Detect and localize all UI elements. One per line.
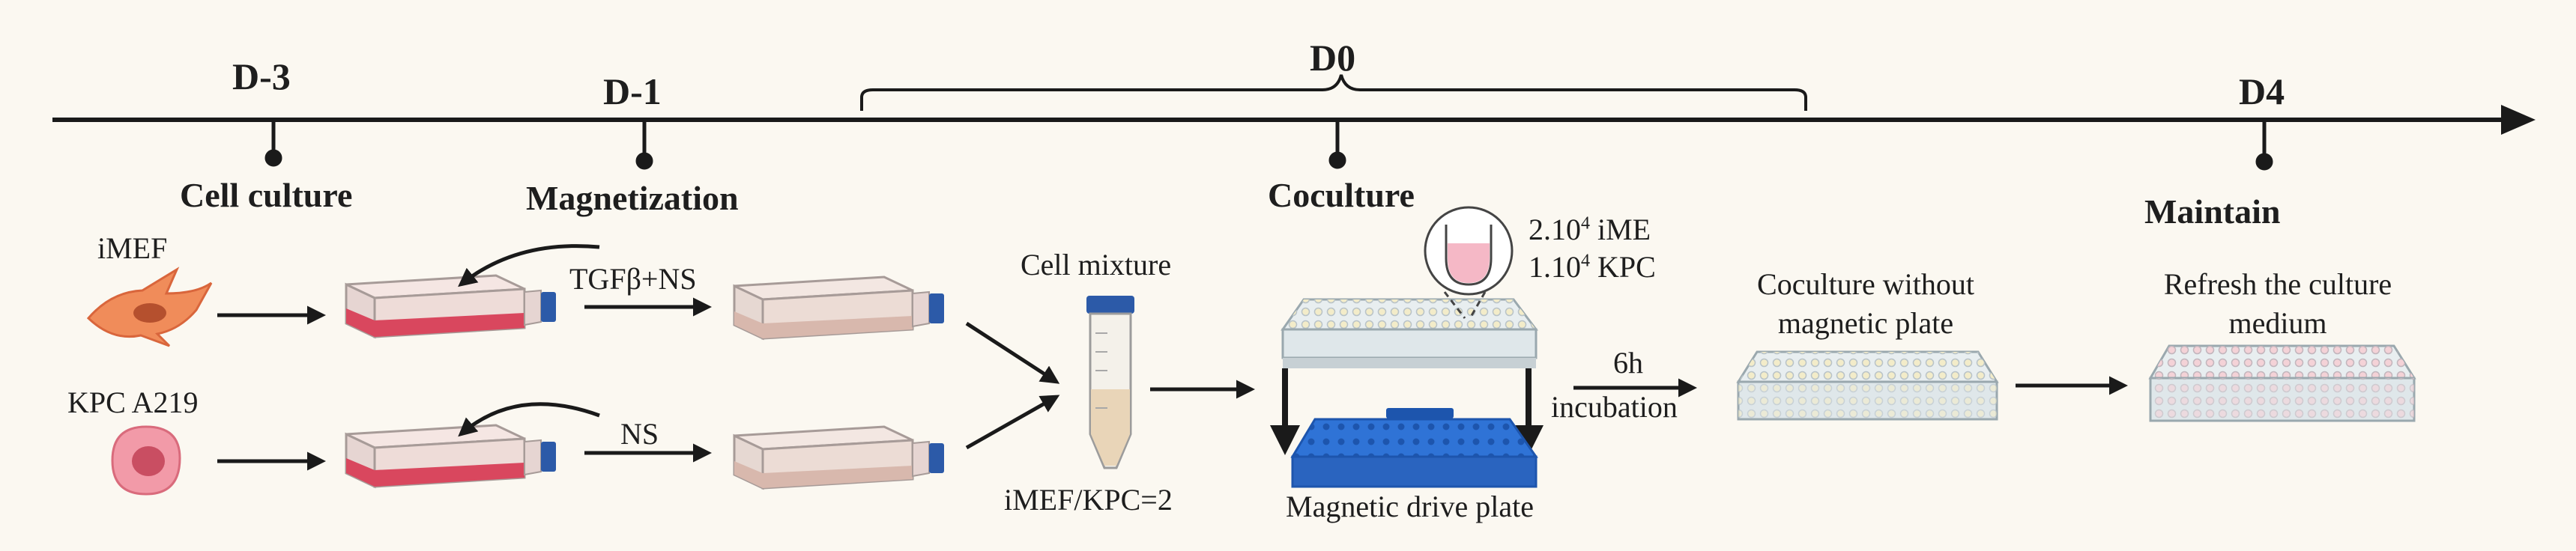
maintain-caption-line1: Refresh the culture <box>2163 267 2392 301</box>
seeded-plate-icon <box>1281 298 1538 368</box>
incubation-time-label: 6h <box>1613 346 1643 380</box>
culture-flask-top-icon <box>345 274 556 339</box>
treatment-top-label: TGFβ+NS <box>569 262 697 296</box>
stage-markers <box>264 120 2273 171</box>
coculture-plate-icon <box>1736 350 1999 421</box>
d0-brace <box>860 74 1807 111</box>
arrow-treatment-bottom <box>458 402 600 437</box>
stage-magnetization: Magnetization <box>526 179 739 217</box>
arrow-top-to-mixture <box>965 321 1060 384</box>
kpc-cell-icon <box>111 425 181 496</box>
culture-flask-bottom-icon <box>345 424 556 489</box>
maintain-plate-icon <box>2148 344 2416 422</box>
day-label-d-3: D-3 <box>232 55 291 97</box>
cell-label-imef: iMEF <box>97 231 168 265</box>
magnetized-flask-bottom-icon <box>733 425 944 490</box>
maintain-caption-line2: medium <box>2228 306 2327 340</box>
stage-coculture: Coculture <box>1268 176 1415 214</box>
timeline-arrowhead <box>2501 105 2536 135</box>
day-label-d4: D4 <box>2239 70 2285 112</box>
arrow-treatment-top <box>458 244 600 287</box>
coculture-caption-line1: Coculture without <box>1757 267 1974 301</box>
cell-mixture-label: Cell mixture <box>1021 248 1172 281</box>
stage-maintain: Maintain <box>2144 192 2281 231</box>
magnetic-drive-plate-icon <box>1290 408 1538 488</box>
seeding-density-imef: 2.104 iME <box>1529 213 1651 246</box>
treatment-bottom-label: NS <box>620 417 659 451</box>
magnetic-plate-label: Magnetic drive plate <box>1286 490 1534 523</box>
imef-cell-icon <box>86 267 213 347</box>
seeding-density-kpc: 1.104 KPC <box>1529 250 1656 284</box>
zoom-dashes <box>1443 291 1487 319</box>
day-label-d-1: D-1 <box>603 70 662 112</box>
incubation-label: incubation <box>1551 390 1678 424</box>
arrow-bottom-to-mixture <box>965 395 1060 450</box>
cell-label-kpc: KPC A219 <box>67 386 199 419</box>
well-zoom-icon <box>1424 206 1514 296</box>
ratio-label: iMEF/KPC=2 <box>1004 483 1173 517</box>
magnetized-flask-top-icon <box>733 276 944 341</box>
cell-mixture-tube-icon <box>1086 296 1134 469</box>
coculture-caption-line2: magnetic plate <box>1777 306 1954 340</box>
stage-cell-culture: Cell culture <box>180 176 353 214</box>
day-label-d0: D0 <box>1310 37 1356 79</box>
